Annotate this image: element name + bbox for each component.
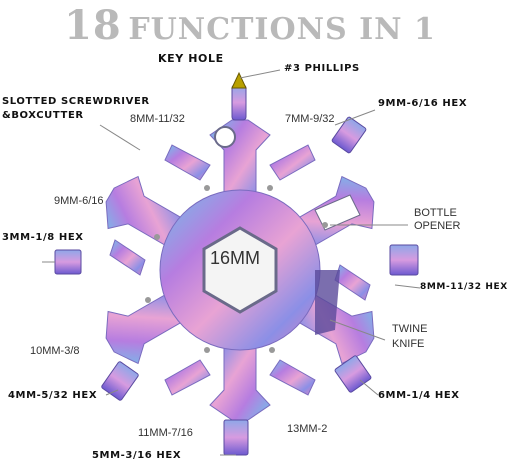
label-10mm-3-8: 10MM-3/8: [30, 345, 80, 357]
side-prongs: [109, 144, 371, 396]
center-size-label: 16MM: [209, 248, 260, 268]
bottle-opener-notch: [314, 194, 361, 231]
label-hex-9mm: 9MM-6/16 HEX: [378, 98, 468, 109]
label-hex-8mm: 8MM-11/32 HEX: [420, 282, 508, 292]
label-7mm-9-32: 7MM-9/32: [285, 113, 335, 125]
hex-bit-9mm: [331, 116, 367, 154]
label-phillips: #3 PHILLIPS: [284, 63, 360, 74]
title: 18 FUNCTIONS IN 1: [0, 2, 500, 49]
hex-bit-4mm: [101, 361, 139, 401]
label-hex-6mm: 6MM-1/4 HEX: [378, 390, 460, 401]
label-slotted-1: SLOTTED SCREWDRIVER: [2, 96, 150, 107]
phillips-bit: [231, 71, 247, 121]
leader-lines: [42, 69, 421, 456]
label-13mm-2: 13MM-2: [287, 423, 328, 435]
hex-bits: [54, 116, 419, 456]
label-bottle-2: OPENER: [414, 220, 461, 232]
label-slotted-2: &BOXCUTTER: [2, 110, 84, 121]
hex-bit-3mm: [54, 249, 82, 275]
label-9mm-6-16: 9MM-6/16: [54, 195, 104, 207]
label-bottle-1: BOTTLE: [414, 207, 457, 219]
label-hex-3mm: 3MM-1/8 HEX: [2, 232, 84, 243]
hexagon-16mm: [202, 226, 278, 314]
label-hex-5mm: 5MM-3/16 HEX: [92, 450, 182, 461]
label-hex-4mm: 4MM-5/32 HEX: [8, 390, 98, 401]
label-11mm-7-16: 11MM-7/16: [138, 427, 193, 439]
marker-dots: [145, 185, 328, 353]
snowflake-body: [105, 119, 375, 421]
label-8mm-11-32: 8MM-11/32: [130, 113, 185, 125]
title-number: 18: [64, 2, 122, 49]
hex-bit-5mm: [223, 419, 249, 456]
label-twine-1: TWINE: [392, 323, 428, 335]
title-text: FUNCTIONS IN 1: [128, 12, 436, 47]
label-twine-2: KNIFE: [392, 338, 425, 350]
hex-bit-8mm: [389, 244, 419, 276]
twine-knife-slot: [315, 270, 340, 335]
label-key-hole: KEY HOLE: [158, 52, 224, 65]
hex-bit-6mm: [334, 355, 372, 393]
key-hole: [214, 126, 236, 148]
